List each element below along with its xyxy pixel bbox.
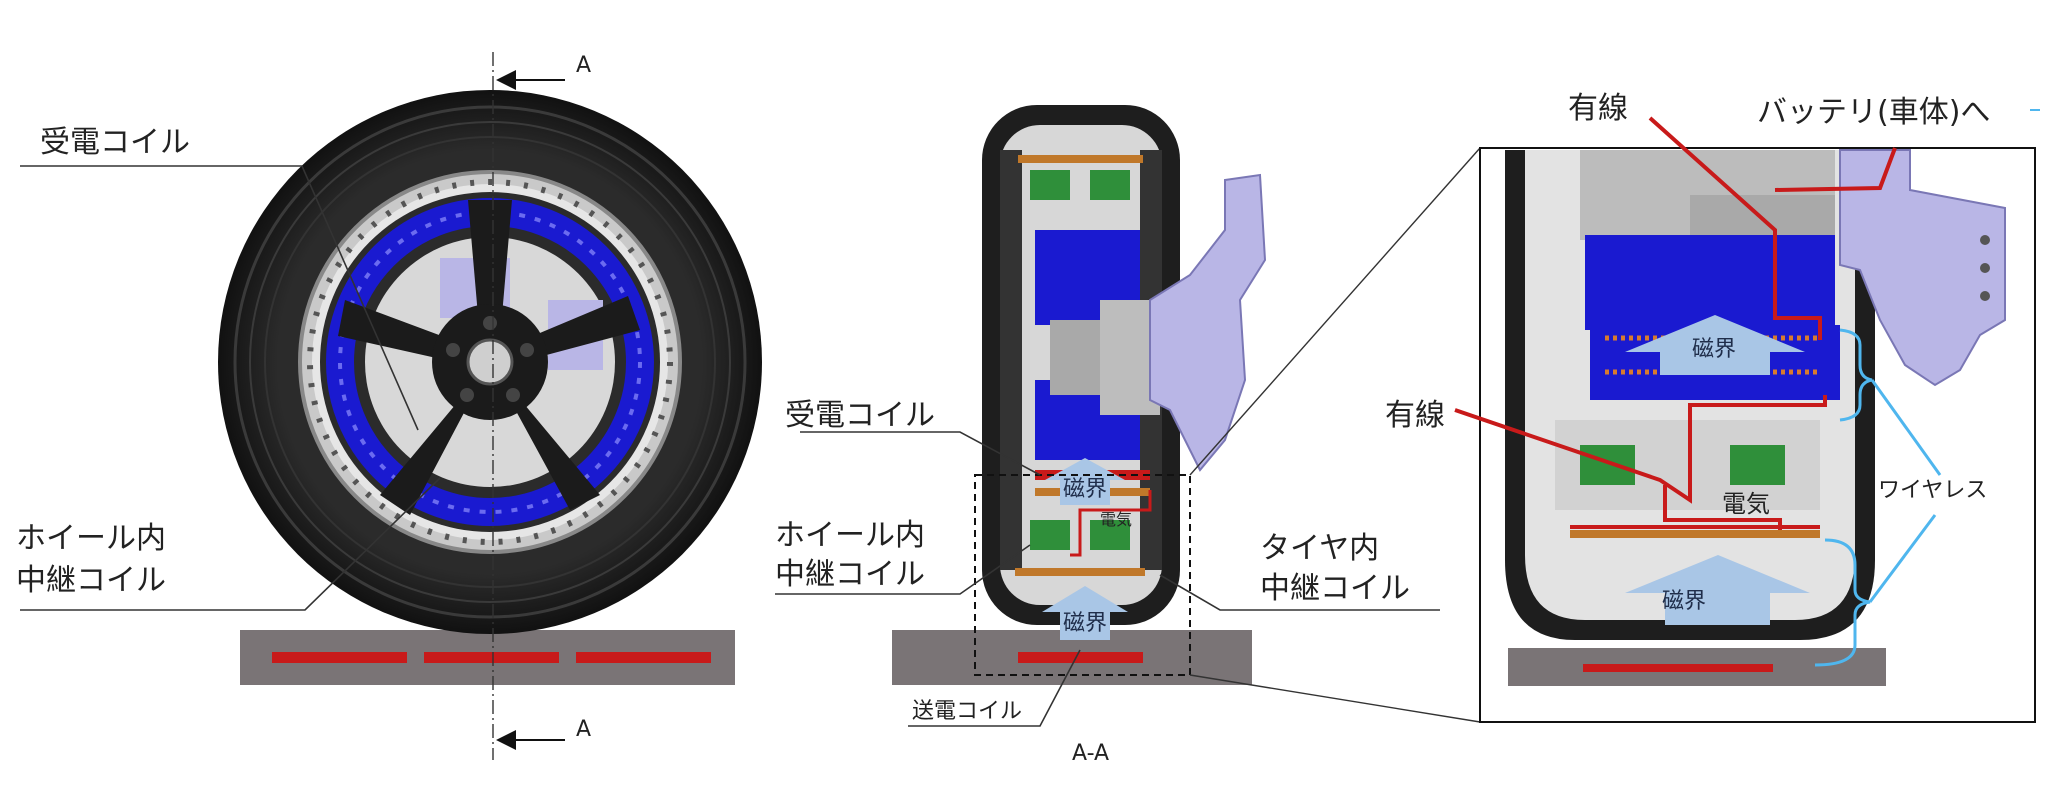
wheel-relay-label-mid-2: 中継コイル xyxy=(775,557,925,592)
wireless-label: ワイヤレス xyxy=(1878,478,1987,503)
zoom-region xyxy=(974,474,1191,676)
electric-label-mid: 電気 xyxy=(1100,510,1132,529)
wired-label-top: 有線 xyxy=(1568,91,1628,126)
section-label-a-bottom: A xyxy=(576,717,591,742)
transmit-coil-left-1 xyxy=(272,652,407,663)
battery-label: バッテリ(車体)へ xyxy=(1757,95,1990,130)
suspension-bracket-detail xyxy=(1839,149,2006,387)
wired-label-mid: 有線 xyxy=(1385,398,1445,433)
transmit-coil-right xyxy=(1583,664,1773,672)
transmit-coil-mid xyxy=(1018,652,1143,663)
transmit-coil-left-2 xyxy=(424,652,559,663)
wheel-relay-label-mid-1: ホイール内 xyxy=(775,518,925,553)
receiving-coil-label-left: 受電コイル xyxy=(40,125,190,160)
magnetic-arrow-right-lower xyxy=(1625,555,1810,625)
receiving-coil-label-mid: 受電コイル xyxy=(785,398,935,433)
magnetic-field-label-mid-upper: 磁界 xyxy=(1063,477,1107,502)
suspension-bracket-mid xyxy=(1149,173,1267,472)
magnetic-field-label-mid-lower: 磁界 xyxy=(1063,611,1107,636)
transmit-coil-label: 送電コイル xyxy=(912,699,1022,724)
magnetic-field-label-right-lower: 磁界 xyxy=(1662,589,1706,614)
cross-section-view xyxy=(775,105,1440,727)
wheel-relay-label-left-2: 中継コイル xyxy=(16,563,166,598)
magnetic-arrow-mid-lower xyxy=(1042,586,1128,640)
electric-label-right: 電気 xyxy=(1722,490,1770,518)
transmit-coil-left-3 xyxy=(576,652,711,663)
section-label-a-top: A xyxy=(576,53,591,78)
magnetic-field-label-right-upper: 磁界 xyxy=(1692,337,1736,362)
motor-detail-upper xyxy=(1585,235,1835,330)
wire-battery xyxy=(1774,147,1897,192)
front-view-wheel xyxy=(20,52,762,760)
tire-relay-label-1: タイヤ内 xyxy=(1260,531,1379,566)
zoomed-detail-view xyxy=(1454,109,2040,723)
wire-top xyxy=(1648,116,1822,340)
wheel-relay-label-left-1: ホイール内 xyxy=(16,521,166,556)
wire-mid xyxy=(1454,395,1827,504)
magnetic-arrow-right-upper xyxy=(1625,315,1805,375)
section-aa-label: A-A xyxy=(1072,741,1109,766)
tire-relay-label-2: 中継コイル xyxy=(1260,571,1410,606)
magnetic-arrow-mid-upper xyxy=(1045,458,1125,505)
